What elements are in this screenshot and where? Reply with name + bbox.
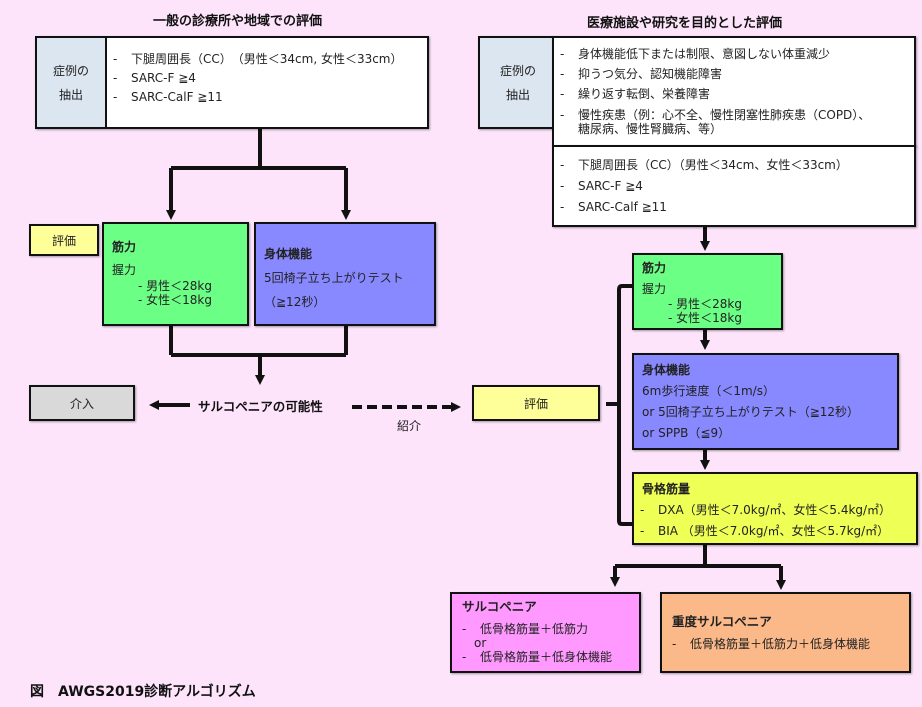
muscle-mass-list: DXA（男性＜7.0kg/㎡、女性＜5.4kg/㎡） BIA （男性＜7.0kg… bbox=[634, 500, 916, 542]
grip-strength-label: 握力 bbox=[112, 263, 137, 277]
left-case-criteria: 下腿周囲長（CC） （男性＜34cm, 女性＜33cm） SARC-F ≧4 S… bbox=[107, 38, 427, 127]
grip-strength-label: 握力 bbox=[642, 282, 667, 296]
right-case-list-top: 身体機能低下または制限、意図しない体重減少 抑うつ気分、認知機能障害 繰り返す転… bbox=[554, 44, 914, 136]
sarcopenia-title: サルコペニア bbox=[462, 599, 537, 614]
muscle-strength-title: 筋力 bbox=[112, 240, 137, 254]
sarcopenia-criterion-1: -低骨格筋量＋低筋力 bbox=[462, 622, 589, 636]
list-item: DXA（男性＜7.0kg/㎡、女性＜5.4kg/㎡） bbox=[634, 500, 916, 521]
sarcopenia-box: サルコペニア -低骨格筋量＋低筋力 or -低骨格筋量＋低身体機能 bbox=[450, 592, 641, 673]
right-evaluation-box: 評価 bbox=[472, 385, 600, 421]
sarcopenia-criterion-2: -低骨格筋量＋低身体機能 bbox=[462, 650, 613, 664]
left-case-list: 下腿周囲長（CC） （男性＜34cm, 女性＜33cm） SARC-F ≧4 S… bbox=[107, 50, 427, 107]
left-muscle-strength-box: 筋力 握力 - 男性＜28kg - 女性＜18kg bbox=[102, 222, 249, 326]
list-item: SARC-Calf ≧11 bbox=[554, 197, 914, 218]
left-split-connector bbox=[166, 128, 351, 220]
muscle-strength-title: 筋力 bbox=[642, 261, 667, 275]
right-case-criteria-top: 身体機能低下または制限、意図しない体重減少 抑うつ気分、認知機能障害 繰り返す転… bbox=[552, 36, 916, 147]
list-item: 下腿周囲長（CC）（男性＜34cm、女性＜33cm） bbox=[554, 155, 914, 176]
right-case-label: 症例の 抽出 bbox=[480, 38, 556, 127]
muscle-mass-box: 骨格筋量 DXA（男性＜7.0kg/㎡、女性＜5.4kg/㎡） BIA （男性＜… bbox=[632, 472, 918, 545]
grip-thresholds: - 男性＜28kg - 女性＜18kg bbox=[138, 279, 212, 307]
right-heading: 医療施設や研究を目的とした評価 bbox=[587, 16, 783, 31]
left-evaluation-label: 評価 bbox=[29, 224, 99, 256]
sppb-test: or SPPB（≦9） bbox=[642, 426, 731, 440]
severe-sarcopenia-title: 重度サルコペニア bbox=[672, 614, 772, 629]
right-muscle-strength-box: 筋力 握力 - 男性＜28kg - 女性＜18kg bbox=[632, 253, 783, 330]
chair-stand-test: 5回椅子立ち上がりテスト bbox=[264, 271, 404, 285]
sarcopenia-or: or bbox=[474, 636, 487, 650]
left-physical-function-box: 身体機能 5回椅子立ち上がりテスト （≧12秒） bbox=[254, 222, 436, 326]
referral-label: 紹介 bbox=[397, 419, 422, 433]
left-heading: 一般の診療所や地域での評価 bbox=[153, 14, 323, 29]
possible-sarcopenia-label: サルコペニアの可能性 bbox=[198, 399, 323, 414]
list-item: 繰り返す転倒、栄養障害 bbox=[554, 84, 914, 104]
list-item: 身体機能低下または制限、意図しない体重減少 bbox=[554, 44, 914, 64]
intervention-box: 介入 bbox=[29, 385, 135, 421]
list-item: 下腿周囲長（CC） （男性＜34cm, 女性＜33cm） bbox=[107, 50, 427, 69]
muscle-mass-title: 骨格筋量 bbox=[642, 482, 691, 496]
list-item: BIA （男性＜7.0kg/㎡、女性＜5.7kg/㎡） bbox=[634, 521, 916, 542]
left-case-label: 症例の 抽出 bbox=[37, 38, 107, 127]
right-case-criteria-bottom: 下腿周囲長（CC）（男性＜34cm、女性＜33cm） SARC-F ≧4 SAR… bbox=[552, 145, 916, 227]
right-case-list-bottom: 下腿周囲長（CC）（男性＜34cm、女性＜33cm） SARC-F ≧4 SAR… bbox=[554, 155, 914, 218]
chair-stand-threshold: （≧12秒） bbox=[264, 295, 326, 309]
list-item: 慢性疾患（例：心不全、慢性閉塞性肺疾患（COPD）、 糖尿病、慢性腎臓病、等） bbox=[554, 104, 914, 136]
list-item: SARC-CalF ≧11 bbox=[107, 88, 427, 107]
physical-function-title: 身体機能 bbox=[264, 247, 313, 261]
left-case-extraction-box: 症例の 抽出 下腿周囲長（CC） （男性＜34cm, 女性＜33cm） SARC… bbox=[35, 36, 429, 129]
right-case-label-box: 症例の 抽出 bbox=[478, 36, 558, 129]
right-physical-function-box: 身体機能 6m歩行速度（＜1m/s） or 5回椅子立ち上がりテスト（≧12秒）… bbox=[632, 353, 899, 450]
left-join-connector bbox=[169, 325, 348, 385]
figure-caption: 図 AWGS2019診断アルゴリズム bbox=[30, 684, 256, 700]
list-item: 抑うつ気分、認知機能障害 bbox=[554, 64, 914, 84]
list-item: SARC-F ≧4 bbox=[554, 176, 914, 197]
severe-sarcopenia-box: 重度サルコペニア -低骨格筋量＋低筋力＋低身体機能 bbox=[660, 592, 911, 673]
chair-stand-test: or 5回椅子立ち上がりテスト（≧12秒） bbox=[642, 405, 860, 419]
list-item: SARC-F ≧4 bbox=[107, 69, 427, 88]
physical-function-title: 身体機能 bbox=[642, 363, 691, 377]
severe-sarcopenia-criterion: -低骨格筋量＋低筋力＋低身体機能 bbox=[672, 637, 871, 651]
grip-thresholds: - 男性＜28kg - 女性＜18kg bbox=[668, 297, 742, 325]
mass-to-outcomes-connector bbox=[610, 544, 786, 590]
gait-speed-test: 6m歩行速度（＜1m/s） bbox=[642, 384, 775, 398]
evaluation-bracket bbox=[606, 284, 632, 526]
